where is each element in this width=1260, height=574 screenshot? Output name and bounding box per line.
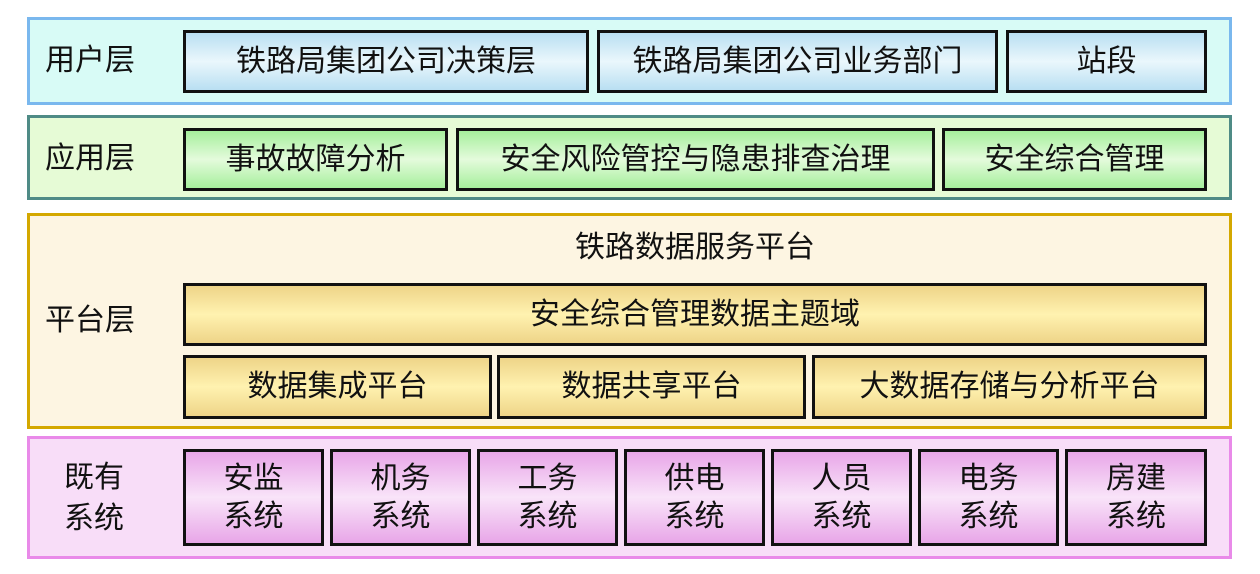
platform-title: 铁路数据服务平台	[575, 230, 815, 265]
system-box-text: 安监	[223, 460, 284, 496]
system-box-text: 系统	[370, 498, 431, 534]
system-box-text: 系统	[517, 498, 578, 534]
system-box-text: 系统	[1106, 498, 1166, 534]
system-box: 工务系统	[477, 449, 618, 546]
system-box: 安监系统	[183, 449, 324, 546]
system-box: 房建系统	[1065, 449, 1207, 546]
user-box-departments: 铁路局集团公司业务部门	[597, 30, 998, 93]
user-box-stations: 站段	[1006, 30, 1207, 93]
system-box: 电务系统	[918, 449, 1059, 546]
application-layer-label: 应用层	[45, 141, 135, 176]
system-box-text: 系统	[958, 498, 1019, 534]
app-box-accident: 事故故障分析	[183, 128, 448, 191]
system-box: 人员系统	[771, 449, 912, 546]
system-box: 机务系统	[330, 449, 471, 546]
platform-box-integration: 数据集成平台	[183, 355, 492, 419]
app-box-safety: 安全综合管理	[942, 128, 1207, 191]
platform-domain-box: 安全综合管理数据主题域	[183, 283, 1207, 346]
system-box-text: 机务	[370, 460, 431, 496]
existing-layer-label-2: 系统	[64, 501, 124, 536]
system-box-text: 工务	[517, 460, 578, 496]
system-box-text: 人员	[811, 460, 872, 496]
platform-layer-label: 平台层	[45, 303, 135, 338]
system-box-text: 供电	[664, 460, 725, 496]
system-box-text: 房建	[1106, 460, 1166, 496]
platform-box-sharing: 数据共享平台	[497, 355, 806, 419]
platform-box-bigdata: 大数据存储与分析平台	[812, 355, 1207, 419]
user-box-decision: 铁路局集团公司决策层	[183, 30, 589, 93]
existing-layer-label-1: 既有	[64, 460, 124, 495]
system-box-text: 系统	[811, 498, 872, 534]
system-box-text: 系统	[223, 498, 284, 534]
system-box-text: 系统	[664, 498, 725, 534]
app-box-risk: 安全风险管控与隐患排查治理	[456, 128, 935, 191]
user-layer-label: 用户层	[45, 43, 135, 78]
system-box-text: 电务	[958, 460, 1019, 496]
system-box: 供电系统	[624, 449, 765, 546]
